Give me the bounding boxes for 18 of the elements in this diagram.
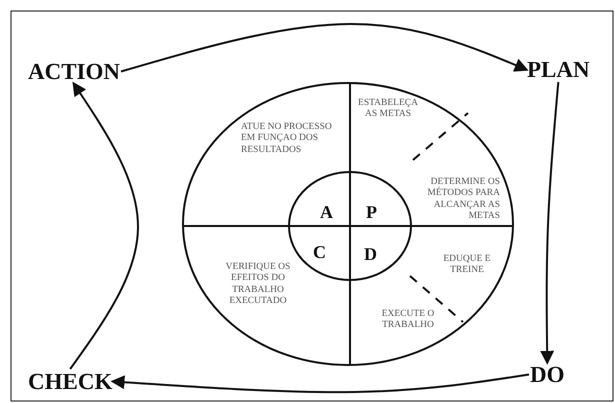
cycle-arrow [120,23,529,72]
phase-label: DO [530,363,564,386]
step-text: ESTABELEÇA AS METAS [357,98,419,121]
step-text: DETERMINE OS MÉTODOS PARA ALCANÇAR AS METAS [426,177,500,223]
quadrant-letter: P [366,203,377,221]
cycle-arrow [540,82,560,365]
quadrant-letter: D [364,245,377,263]
phase-label: ACTION [28,60,120,83]
step-text: EDUQUE E TREINE [442,254,492,277]
cycle-arrow [69,82,139,370]
quadrant-letter: A [320,203,333,221]
step-text: EXECUTE O TRABALHO [380,309,436,332]
cycle-arrow [110,374,530,394]
phase-label: PLAN [527,58,590,81]
quadrant-letter: C [313,243,326,261]
step-text: ATUE NO PROCESSO EM FUNÇAO DOS RESULTADOS [241,122,333,156]
step-text: VERIFIQUE OS EFEITOS DO TRABALHO EXECUTADO [224,262,292,308]
phase-label: CHECK [28,370,112,393]
